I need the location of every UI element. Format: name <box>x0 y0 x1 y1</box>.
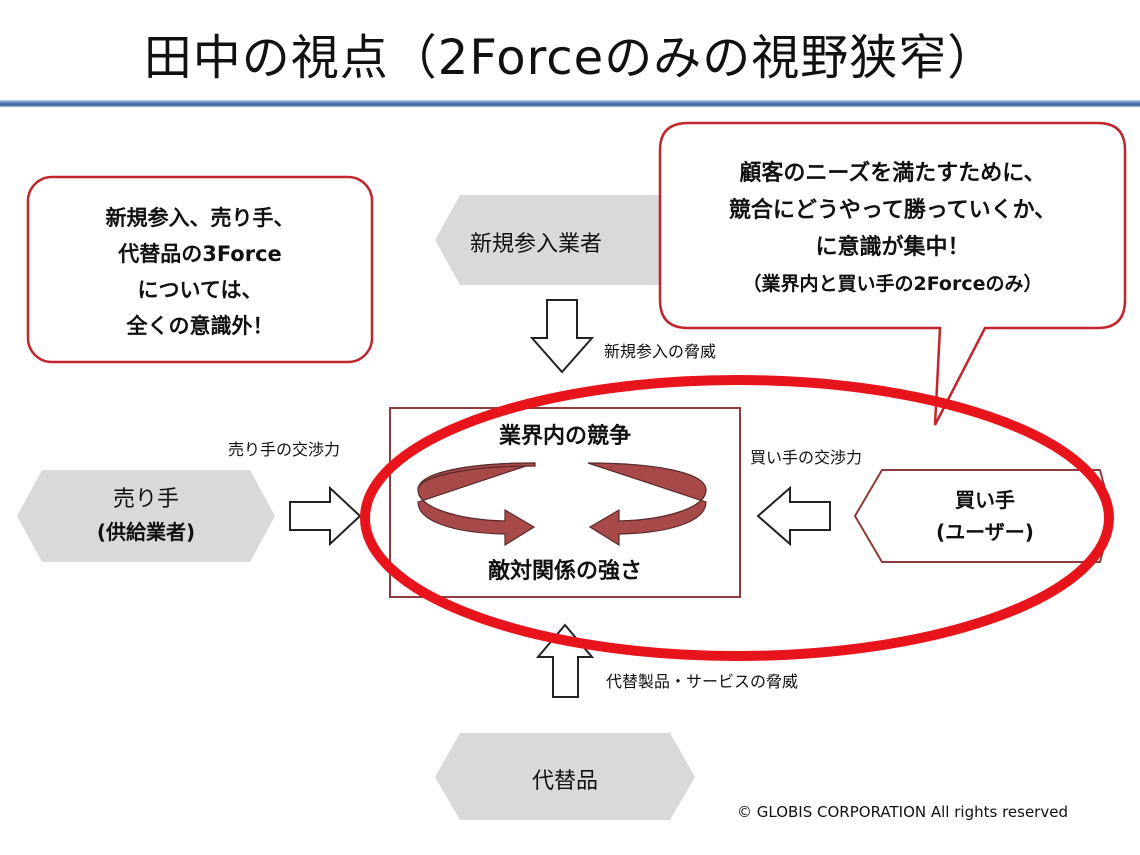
left-callout-line: については、 <box>137 278 263 302</box>
substitutes-label: 代替品 <box>531 769 598 794</box>
suppliers-hexagon <box>17 470 275 562</box>
right-callout-shape <box>658 121 1127 426</box>
copyright-notice: © GLOBIS CORPORATION All rights reserved <box>737 803 1068 821</box>
new-entrants-threat-label: 新規参入の脅威 <box>604 342 717 361</box>
slide-title: 田中の視点（2Forceのみの視野狭窄） <box>143 30 997 86</box>
left-arrow-icon <box>756 485 831 547</box>
left-callout-line: 全くの意識外！ <box>126 314 274 338</box>
new-entrants-label: 新規参入業者 <box>470 232 603 257</box>
buyers-shape <box>853 469 1114 563</box>
right-callout-line: に意識が集中！ <box>815 235 970 260</box>
rivalry-title: 業界内の競争 <box>498 424 631 449</box>
new-entrants-hexagon <box>435 195 705 285</box>
focus-ellipse <box>360 375 1114 661</box>
buyers-line2: (ユーザー) <box>936 520 1034 544</box>
right-callout-line: 競合にどうやって勝っていくか、 <box>728 198 1057 223</box>
down-arrow-icon <box>529 299 595 374</box>
rivalry-cycle-icon <box>417 462 707 547</box>
suppliers-power-label: 売り手の交渉力 <box>228 440 341 459</box>
left-callout-line: 代替品の3Force <box>118 242 282 266</box>
right-callout-line: （業界内と買い手の2Forceのみ） <box>742 273 1043 295</box>
rivalry-box <box>389 407 741 598</box>
rivalry-subtitle: 敵対関係の強さ <box>487 559 642 584</box>
left-callout-line: 新規参入、売り手、 <box>105 206 295 230</box>
right-callout-text: 顧客のニーズを満たすために、 競合にどうやって勝っていくか、 に意識が集中！ （… <box>660 155 1125 303</box>
title-divider <box>0 100 1140 107</box>
left-callout-shape <box>26 175 374 364</box>
substitutes-hexagon <box>435 733 695 820</box>
right-callout-line: 顧客のニーズを満たすために、 <box>739 161 1046 186</box>
buyers-power-label: 買い手の交渉力 <box>750 448 863 467</box>
suppliers-label: 売り手 (供給業者) <box>17 484 275 548</box>
substitutes-threat-label: 代替製品・サービスの脅威 <box>606 672 799 691</box>
buyers-label: 買い手 (ユーザー) <box>860 484 1110 548</box>
buyers-line1: 買い手 <box>955 488 1015 512</box>
left-callout-text: 新規参入、売り手、 代替品の3Force については、 全くの意識外！ <box>28 200 372 344</box>
suppliers-line2: (供給業者) <box>96 520 196 544</box>
suppliers-line1: 売り手 <box>112 487 179 512</box>
right-arrow-icon <box>289 485 362 547</box>
